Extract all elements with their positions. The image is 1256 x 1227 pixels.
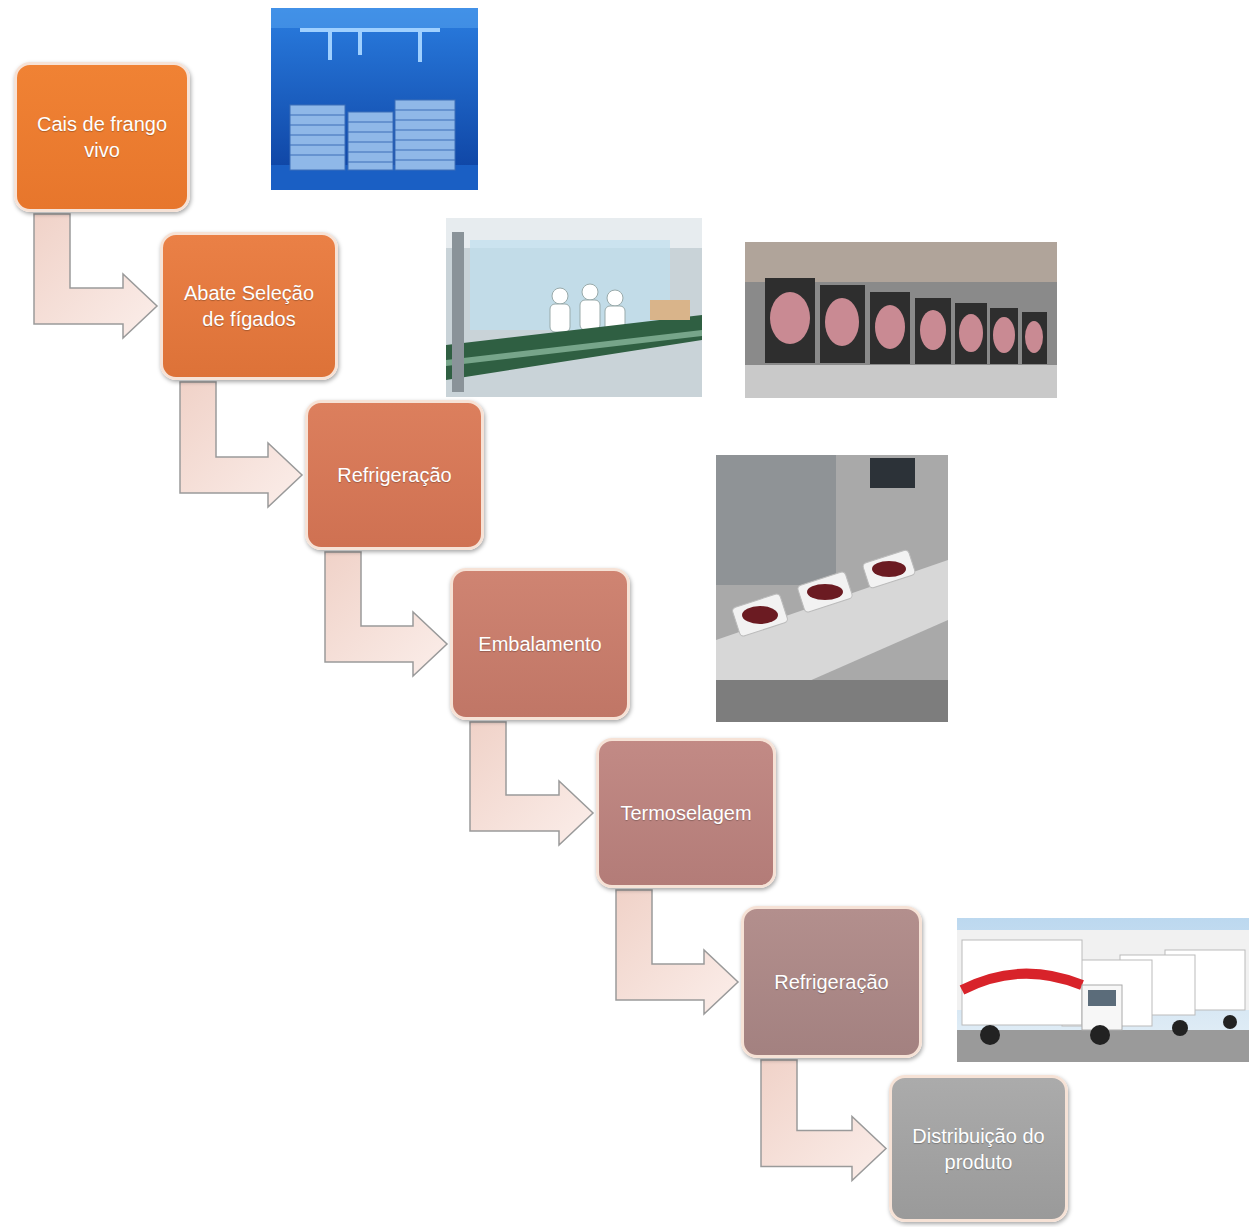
liver-trays-photo [745, 242, 1057, 398]
flow-arrow [470, 722, 593, 845]
slaughter-line-photo [446, 218, 702, 397]
process-box: Abate Seleção de fígados [160, 232, 338, 380]
cold-room-photo [271, 8, 478, 190]
process-box: Embalamento [450, 568, 630, 720]
process-box: Cais de frango vivo [14, 62, 190, 212]
step-label: Refrigeração [774, 969, 889, 995]
flow-arrow [761, 1060, 886, 1181]
step-label: Abate Seleção de fígados [175, 280, 323, 332]
step-label: Distribuição do produto [904, 1123, 1053, 1175]
process-box: Refrigeração [741, 906, 922, 1058]
process-box: Termoselagem [596, 738, 776, 888]
step-label: Embalamento [478, 631, 601, 657]
flow-arrow [34, 214, 157, 338]
step-label: Refrigeração [337, 462, 452, 488]
step-label: Cais de frango vivo [29, 111, 175, 163]
flow-arrow [616, 890, 738, 1014]
process-box: Distribuição do produto [889, 1075, 1068, 1222]
step-label: Termoselagem [620, 800, 751, 826]
flow-arrow [325, 552, 447, 676]
flow-arrow [180, 382, 302, 507]
process-box: Refrigeração [305, 400, 484, 550]
delivery-trucks-photo [957, 918, 1249, 1062]
packing-machine-photo [716, 455, 948, 722]
